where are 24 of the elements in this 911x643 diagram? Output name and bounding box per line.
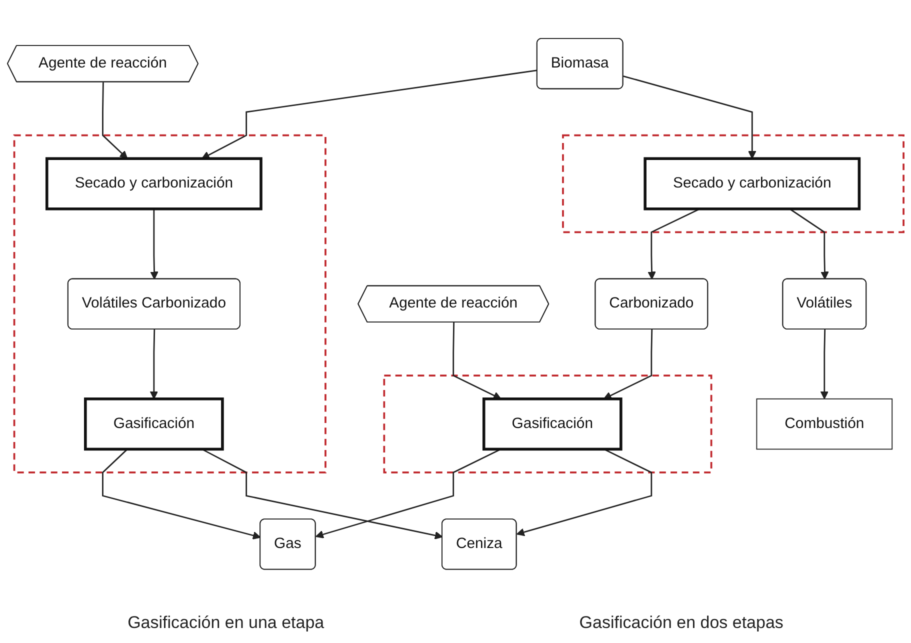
cluster	[13, 134, 326, 473]
arrow	[516, 448, 652, 536]
caption-text: Gasificación en dos etapas	[579, 613, 784, 633]
arrow	[202, 69, 538, 159]
node-box: Combustión	[756, 398, 893, 450]
cluster	[562, 134, 904, 233]
arrow	[150, 329, 158, 399]
arrow	[150, 208, 158, 280]
node-box: Gasificación	[84, 397, 224, 450]
cluster	[383, 374, 712, 473]
arrow	[315, 448, 502, 538]
arrow	[102, 448, 261, 540]
arrow	[202, 448, 443, 540]
node-box: Secado y carbonización	[45, 156, 262, 210]
arrow	[603, 329, 653, 399]
arrow	[102, 82, 128, 159]
arrow	[452, 322, 502, 399]
arrow	[789, 208, 829, 280]
node-box: Secado y carbonización	[644, 156, 861, 210]
arrow	[820, 329, 828, 399]
node-box: Gasificación	[482, 397, 622, 450]
arrow	[648, 208, 700, 280]
caption-text: Gasificación en una etapa	[128, 613, 324, 633]
arrow	[623, 75, 756, 159]
